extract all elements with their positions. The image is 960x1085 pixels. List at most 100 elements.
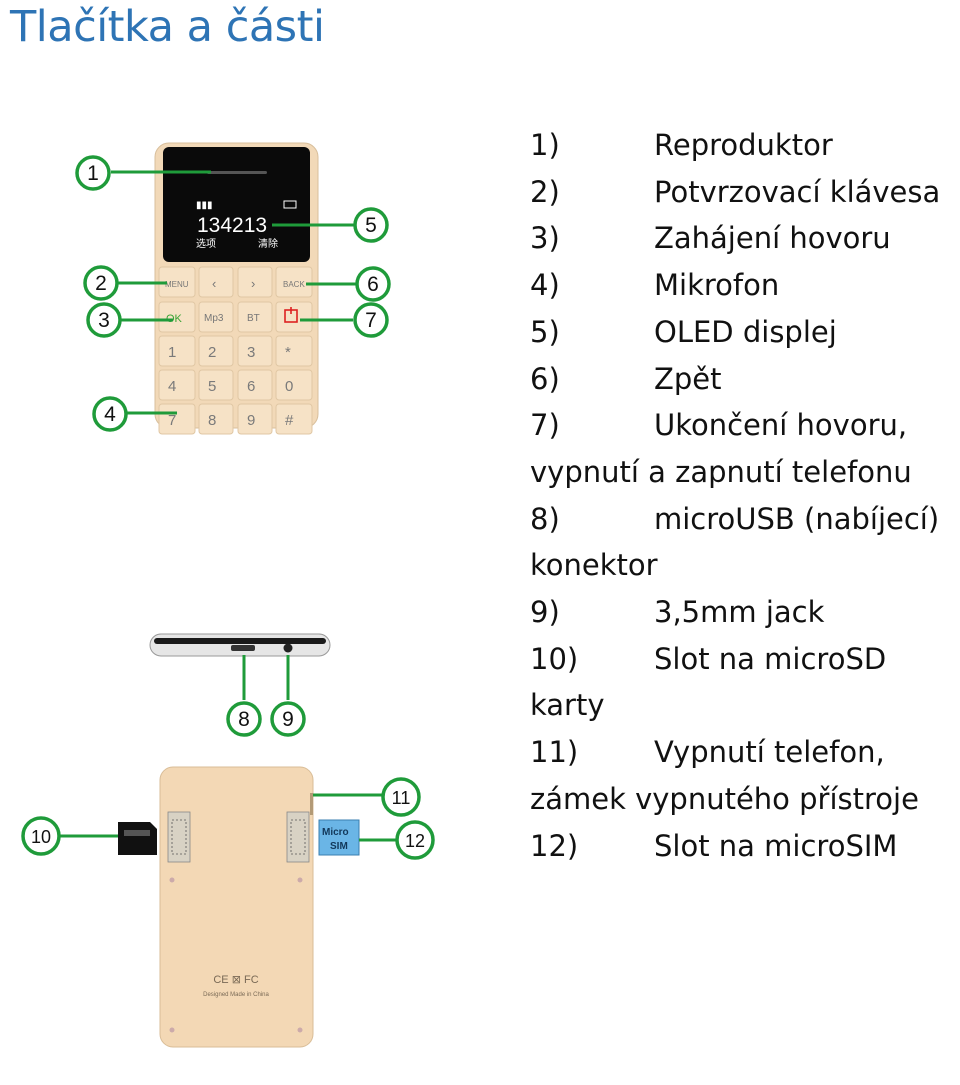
callout-number: 6 — [367, 273, 379, 296]
sim-card-label-2: SIM — [330, 841, 348, 852]
legend-text: Ukončení hovoru, — [654, 408, 907, 442]
keypad-key[interactable] — [159, 404, 195, 434]
legend-item: 7)Ukončení hovoru, vypnutí a zapnutí tele… — [530, 402, 960, 495]
callout-marker: 3 — [88, 304, 120, 336]
legend-item: 8)microUSB (nabíjecí) konektor — [530, 496, 960, 589]
keypad-key-label: 1 — [168, 344, 176, 361]
microsd-slot — [168, 812, 190, 862]
legend-number: 2) — [530, 169, 654, 216]
oled-screen — [163, 147, 310, 262]
legend-number: 10) — [530, 636, 654, 683]
legend-text-continuation: zámek vypnutého přístroje — [530, 776, 960, 823]
legend-item: 3)Zahájení hovoru — [530, 215, 960, 262]
phone-bottom-edge — [150, 634, 330, 656]
legend-text: Slot na microSD — [654, 642, 886, 676]
keypad-key[interactable] — [159, 370, 195, 400]
parts-legend: 1)Reproduktor2)Potvrzovací klávesa3)Zahá… — [530, 122, 960, 869]
callout-number: 11 — [392, 788, 411, 808]
legend-number: 7) — [530, 402, 654, 449]
menu-key[interactable]: MENU — [165, 280, 189, 289]
legend-number: 4) — [530, 262, 654, 309]
legend-text: Zahájení hovoru — [654, 221, 891, 255]
legend-item: 11)Vypnutí telefon,zámek vypnutého příst… — [530, 729, 960, 822]
power-switch[interactable] — [310, 793, 313, 815]
back-key[interactable]: BACK — [283, 280, 305, 289]
phone-front: ▮▮▮ 134213 选项 清除 MENU ‹ › BACK OK Mp3 BT — [155, 143, 318, 434]
keypad-key-label: 8 — [208, 412, 216, 429]
callout-number: 10 — [31, 827, 51, 847]
keypad-key-label: 0 — [285, 378, 293, 395]
callout-number: 2 — [95, 272, 107, 295]
legend-text-continuation: vypnutí a zapnutí telefonu — [530, 449, 960, 496]
screen-number: 134213 — [197, 214, 267, 237]
callout-number: 12 — [405, 831, 425, 851]
callout-marker: 9 — [272, 703, 304, 735]
callout-number: 4 — [104, 403, 116, 426]
callout-number: 7 — [365, 309, 377, 332]
microsim-card: Micro SIM — [319, 820, 359, 855]
microusb-port — [231, 645, 255, 651]
callout-marker: 2 — [85, 267, 117, 299]
legend-number: 8) — [530, 496, 654, 543]
callout-marker: 12 — [397, 822, 433, 858]
callout-marker: 6 — [357, 268, 389, 300]
certification-marks: CE ⊠ FC — [213, 974, 258, 986]
keypad-key-label: # — [285, 412, 294, 429]
right-key[interactable]: › — [251, 276, 255, 291]
keypad-key[interactable] — [276, 336, 312, 366]
legend-text: Potvrzovací klávesa — [654, 175, 940, 209]
callout-number: 3 — [98, 309, 110, 332]
keypad-key-label: 6 — [247, 378, 255, 395]
legend-number: 1) — [530, 122, 654, 169]
mp3-key[interactable]: Mp3 — [204, 313, 224, 324]
keypad-key[interactable] — [159, 336, 195, 366]
speaker-grill — [207, 171, 267, 174]
screen-right-softkey: 清除 — [258, 237, 278, 250]
callout-marker: 11 — [383, 779, 419, 815]
legend-text: Zpět — [654, 362, 722, 396]
legend-item: 5)OLED displej — [530, 309, 960, 356]
legend-text: Mikrofon — [654, 268, 779, 302]
callout-number: 5 — [365, 214, 377, 237]
keypad-key-label: 9 — [247, 412, 255, 429]
legend-text-continuation: karty — [530, 682, 960, 729]
legend-text: OLED displej — [654, 315, 837, 349]
legend-item: 12)Slot na microSIM — [530, 823, 960, 870]
callout-marker: 5 — [355, 209, 387, 241]
keypad-key-label: 5 — [208, 378, 216, 395]
legend-item: 10)Slot na microSD karty — [530, 636, 960, 729]
legend-text: microUSB (nabíjecí) — [654, 502, 939, 536]
legend-number: 12) — [530, 823, 654, 870]
callout-marker: 8 — [228, 703, 260, 735]
sim-card-label-1: Micro — [322, 827, 349, 838]
legend-text-continuation: konektor — [530, 542, 960, 589]
keypad-key-label: 3 — [247, 344, 255, 361]
bt-key[interactable]: BT — [247, 313, 260, 324]
legend-text: Slot na microSIM — [654, 829, 897, 863]
keypad-key-label: 4 — [168, 378, 176, 395]
signal-icon: ▮▮▮ — [196, 200, 213, 211]
phone-back: CE ⊠ FC Designed Made in China — [160, 767, 313, 1047]
legend-number: 9) — [530, 589, 654, 636]
legend-text: Reproduktor — [654, 128, 833, 162]
back-text: Designed Made in China — [203, 992, 269, 998]
callout-marker: 4 — [94, 398, 126, 430]
callout-number: 1 — [87, 162, 99, 185]
legend-item: 1)Reproduktor — [530, 122, 960, 169]
callout-number: 9 — [282, 708, 294, 731]
left-key[interactable]: ‹ — [212, 276, 216, 291]
microsim-slot — [287, 812, 309, 862]
callout-marker: 1 — [77, 157, 109, 189]
keypad-key-label: * — [285, 344, 291, 361]
keypad-key[interactable] — [276, 370, 312, 400]
callout-marker: 10 — [23, 818, 59, 854]
legend-item: 6)Zpět — [530, 356, 960, 403]
keypad-key[interactable] — [276, 404, 312, 434]
legend-number: 11) — [530, 729, 654, 776]
callout-number: 8 — [238, 708, 250, 731]
keypad-key-label: 7 — [168, 412, 176, 429]
legend-item: 9)3,5mm jack — [530, 589, 960, 636]
microsd-card — [118, 822, 157, 855]
legend-item: 2)Potvrzovací klávesa — [530, 169, 960, 216]
legend-text: 3,5mm jack — [654, 595, 824, 629]
